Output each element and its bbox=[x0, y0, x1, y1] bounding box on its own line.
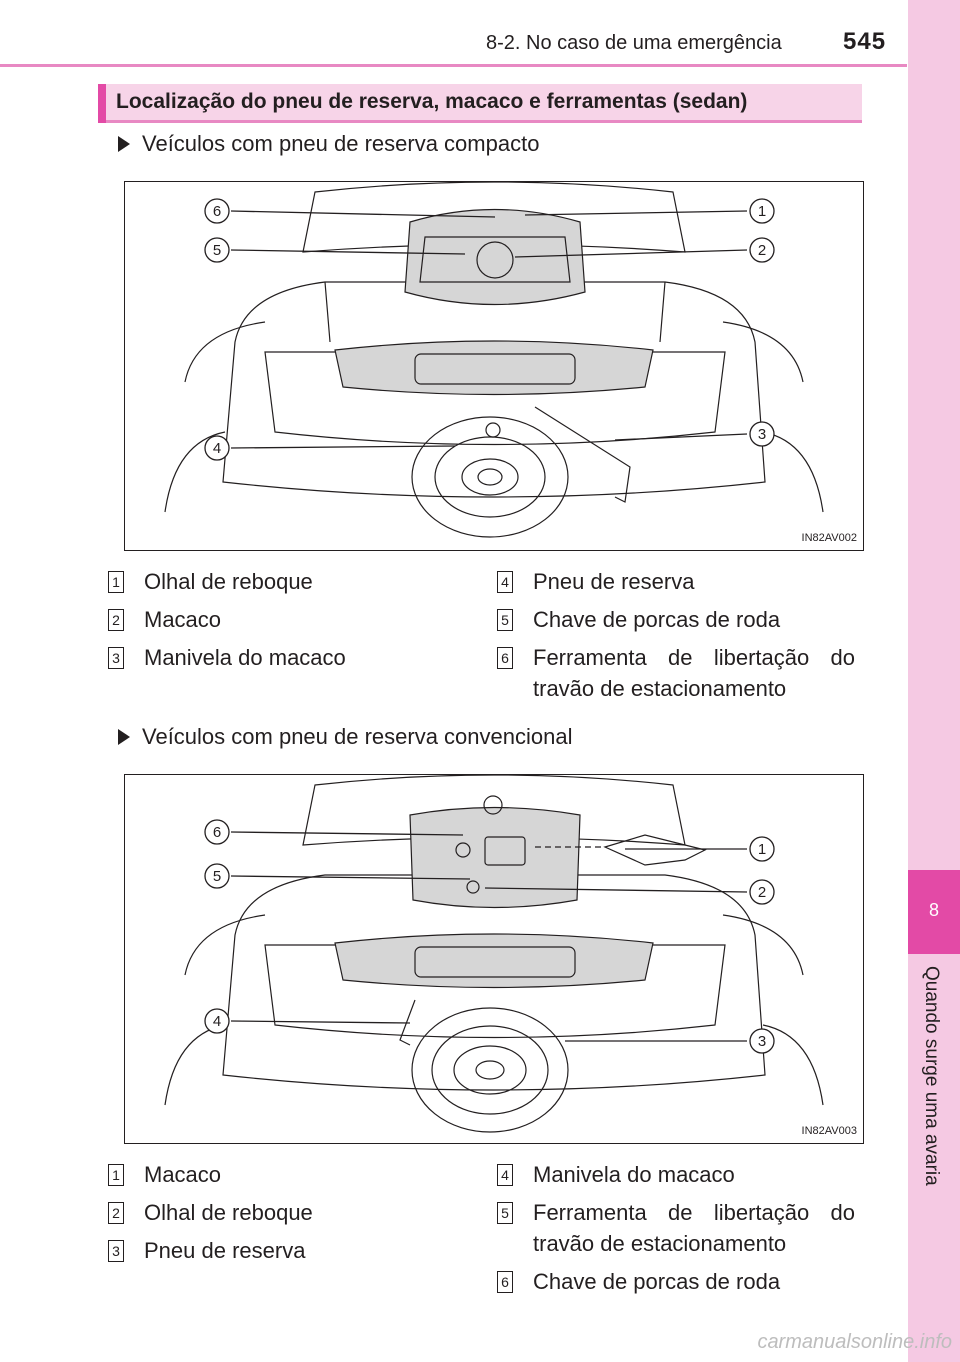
section-heading-conventional: Veículos com pneu de reserva convenciona… bbox=[118, 724, 572, 750]
callout-4: 4 bbox=[204, 435, 230, 461]
page-number: 545 bbox=[843, 28, 887, 55]
trunk-illustration-compact: 6 1 5 2 4 3 bbox=[164, 182, 824, 538]
legend-num: 3 bbox=[108, 1240, 124, 1262]
watermark: carmanualsonline.info bbox=[757, 1331, 952, 1353]
legend-num: 2 bbox=[108, 1202, 124, 1224]
legend-num: 6 bbox=[497, 1271, 513, 1293]
callout-4: 4 bbox=[204, 1008, 230, 1034]
chapter-number: 8 bbox=[928, 900, 939, 920]
svg-text:6: 6 bbox=[213, 824, 221, 841]
chapter-tab[interactable]: 8 bbox=[908, 870, 960, 954]
legend-num: 1 bbox=[108, 1164, 124, 1186]
callout-3: 3 bbox=[749, 421, 775, 447]
legend-text: Manivela do macaco bbox=[144, 645, 346, 670]
legend-text: Ferramenta de libertação do travão de es… bbox=[533, 645, 855, 701]
legend-text: Macaco bbox=[144, 1162, 222, 1187]
legend-num: 5 bbox=[497, 609, 513, 631]
callout-5: 5 bbox=[204, 237, 230, 263]
figure-compact-spare: 6 1 5 2 4 3 IN82AV002 bbox=[124, 181, 864, 551]
legend-text: Olhal de reboque bbox=[144, 569, 313, 594]
figure-code: IN82AV002 bbox=[801, 532, 857, 544]
legend-text: Pneu de reserva bbox=[533, 569, 695, 594]
svg-text:1: 1 bbox=[758, 841, 766, 858]
bullet-triangle-icon bbox=[118, 136, 130, 152]
section-heading-compact: Veículos com pneu de reserva compacto bbox=[118, 131, 539, 157]
svg-text:5: 5 bbox=[213, 242, 221, 259]
legend-num: 3 bbox=[108, 647, 124, 669]
page-title: Localização do pneu de reserva, macaco e… bbox=[116, 90, 748, 113]
callout-1: 1 bbox=[749, 836, 775, 862]
svg-text:4: 4 bbox=[213, 440, 221, 457]
legend-num: 5 bbox=[497, 1202, 513, 1224]
title-bar-accent bbox=[98, 84, 106, 123]
legend-num: 1 bbox=[108, 571, 124, 593]
callout-6: 6 bbox=[204, 819, 230, 845]
svg-text:3: 3 bbox=[758, 426, 766, 443]
callout-2: 2 bbox=[749, 879, 775, 905]
legend-text: Manivela do macaco bbox=[533, 1162, 735, 1187]
legend-num: 2 bbox=[108, 609, 124, 631]
section-heading-text: Veículos com pneu de reserva convenciona… bbox=[142, 724, 573, 749]
title-bar bbox=[98, 84, 862, 123]
legend-num: 6 bbox=[497, 647, 513, 669]
chapter-title: Quando surge uma avaria bbox=[921, 966, 942, 1186]
callout-5: 5 bbox=[204, 863, 230, 889]
figure-code: IN82AV003 bbox=[801, 1125, 857, 1137]
legend-text: Chave de porcas de roda bbox=[533, 607, 781, 632]
callout-6: 6 bbox=[204, 198, 230, 224]
svg-text:5: 5 bbox=[213, 868, 221, 885]
legend-text: Macaco bbox=[144, 607, 222, 632]
trunk-illustration-conventional: 6 1 5 2 4 3 bbox=[164, 775, 824, 1133]
side-tab bbox=[908, 0, 960, 1362]
legend-num: 4 bbox=[497, 571, 513, 593]
figure-conventional-spare: 6 1 5 2 4 3 IN82AV003 bbox=[124, 774, 864, 1144]
legend-text: Ferramenta de libertação do travão de es… bbox=[533, 1200, 855, 1256]
svg-text:3: 3 bbox=[758, 1033, 766, 1050]
header-rule bbox=[0, 64, 907, 67]
section-heading-text: Veículos com pneu de reserva compacto bbox=[142, 131, 540, 156]
legend-text: Olhal de reboque bbox=[144, 1200, 313, 1225]
callout-3: 3 bbox=[749, 1028, 775, 1054]
callout-1: 1 bbox=[749, 198, 775, 224]
bullet-triangle-icon bbox=[118, 729, 130, 745]
legend-text: Chave de porcas de roda bbox=[533, 1269, 781, 1294]
svg-text:6: 6 bbox=[213, 203, 221, 220]
svg-text:1: 1 bbox=[758, 203, 766, 220]
svg-text:4: 4 bbox=[213, 1013, 221, 1030]
callout-2: 2 bbox=[749, 237, 775, 263]
svg-text:2: 2 bbox=[758, 884, 766, 901]
svg-text:2: 2 bbox=[758, 242, 766, 259]
section-label: 8-2. No caso de uma emergência bbox=[486, 32, 782, 54]
legend-text: Pneu de reserva bbox=[144, 1238, 306, 1263]
legend-num: 4 bbox=[497, 1164, 513, 1186]
